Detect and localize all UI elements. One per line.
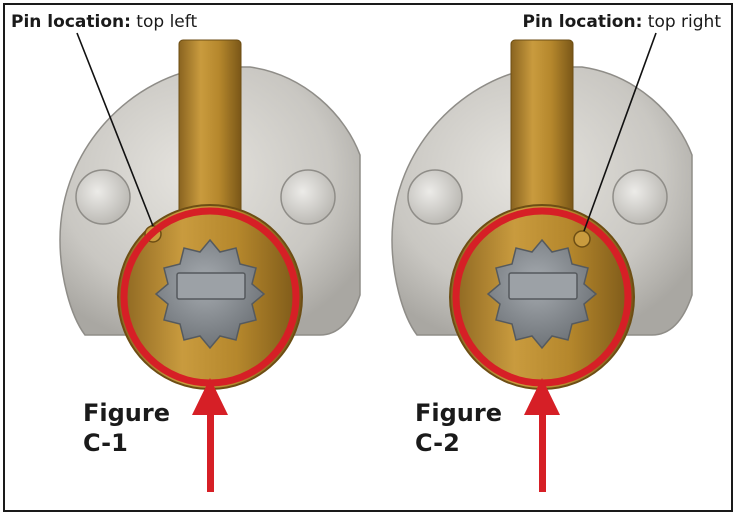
figure-label-c1: Figure C-1 <box>83 398 170 458</box>
lock-cylinders-illustration <box>59 32 693 492</box>
pin-location-caption-left: Pin location: top left <box>11 12 197 32</box>
pointer-line <box>76 32 154 227</box>
brass-tailpiece <box>510 39 574 231</box>
figure-frame: Pin location: top left Pin location: top… <box>3 3 733 512</box>
key-slot <box>508 272 578 300</box>
pin-location-caption-right: Pin location: top right <box>522 12 721 32</box>
key-slot <box>176 272 246 300</box>
figure-label-c2: Figure C-2 <box>415 398 502 458</box>
caption-label: Pin location: <box>11 12 131 32</box>
caption-value: top left <box>130 12 198 32</box>
cylinder-c1 <box>59 32 361 492</box>
figure-label-line2: C-1 <box>83 429 128 457</box>
pin-marker <box>573 230 591 248</box>
side-pin-hole-left <box>407 169 463 225</box>
arrow-shaft <box>207 410 214 492</box>
side-pin-hole-right <box>280 169 336 225</box>
caption-value: top right <box>642 12 721 32</box>
caption-label: Pin location: <box>522 12 643 32</box>
cylinder-c2 <box>391 32 693 492</box>
arrow-up-icon <box>524 378 560 415</box>
figure-label-line1: Figure <box>83 399 170 427</box>
arrow-shaft <box>539 410 546 492</box>
figure-label-line1: Figure <box>415 399 502 427</box>
pointer-line <box>583 32 657 232</box>
side-pin-hole-right <box>612 169 668 225</box>
figure-label-line2: C-2 <box>415 429 460 457</box>
side-pin-hole-left <box>75 169 131 225</box>
arrow-up-icon <box>192 378 228 415</box>
